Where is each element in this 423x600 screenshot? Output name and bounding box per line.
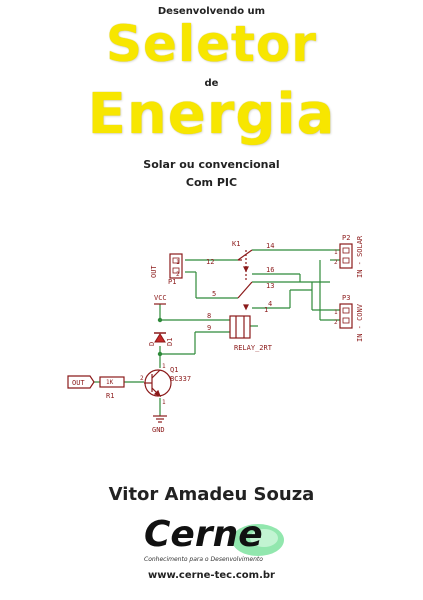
label-out-flag: OUT: [72, 379, 85, 387]
junction-dots: [157, 317, 163, 357]
label-p2-pin2: 2: [334, 259, 338, 266]
title-seletor: Seletor: [106, 15, 317, 73]
label-q1-pin1: 1: [162, 363, 166, 370]
label-gnd: GND: [152, 426, 165, 434]
label-pin-1: 1: [264, 306, 268, 314]
label-k1: K1: [232, 240, 240, 248]
label-p2-pin1: 1: [334, 249, 338, 256]
label-in-conv: IN - CONV: [356, 303, 364, 342]
label-pin-8: 8: [207, 312, 211, 320]
label-d: D: [148, 342, 156, 346]
connector-p2: [339, 243, 353, 269]
label-pin-5: 5: [212, 290, 216, 298]
schematic-wires: [94, 249, 340, 416]
subtitle-line-1: Solar ou convencional: [143, 158, 280, 171]
label-p2: P2: [342, 234, 350, 242]
label-p3-pin1: 1: [334, 309, 338, 316]
subtitle-line-2: Com PIC: [185, 176, 238, 189]
label-pin-16: 16: [266, 266, 274, 274]
connector-p1: [169, 253, 183, 279]
label-pin-9: 9: [207, 324, 211, 332]
label-r1: R1: [106, 392, 114, 400]
label-p1-pin2: 2: [176, 271, 180, 278]
ground-symbol: [153, 415, 167, 423]
title-energia: Energia: [87, 82, 336, 147]
label-q1-pin3: 1: [162, 399, 166, 406]
resistor-r1: [99, 376, 125, 388]
relay-coil: [229, 315, 251, 339]
label-p3: P3: [342, 294, 350, 302]
label-out-p1: OUT: [150, 265, 158, 278]
website-url: www.cerne-tec.com.br: [148, 570, 275, 581]
logo-wordmark: Cerne: [144, 514, 263, 555]
label-r-value: 1K: [106, 379, 114, 386]
label-q1-pin2: 2: [140, 375, 144, 382]
label-p1: P1: [168, 278, 176, 286]
label-bc337: BC337: [170, 375, 191, 383]
logo-tagline: Conhecimento para o Desenvolvimento: [144, 556, 263, 563]
pre-title: Desenvolvendo um: [157, 6, 266, 17]
cerne-logo-swoosh: [232, 524, 284, 556]
label-pin-12: 12: [206, 258, 214, 266]
label-d1: D1: [166, 338, 174, 346]
label-q1: Q1: [170, 366, 178, 374]
diode-d1: [154, 332, 166, 343]
label-vcc: VCC: [154, 294, 167, 302]
circuit-schematic: K1 14 12 16 13 5 4 8 9 RELAY_2RT P1 VCC …: [67, 234, 364, 434]
relay-contacts-k1: [237, 249, 253, 311]
cerne-logo: Cerne Conhecimento para o Desenvolviment…: [140, 514, 290, 568]
label-pin-13: 13: [266, 282, 274, 290]
title-connector: de: [204, 78, 219, 89]
author-name: Vitor Amadeu Souza: [108, 484, 315, 505]
label-pin-4: 4: [268, 300, 272, 308]
label-p3-pin2: 2: [334, 319, 338, 326]
out-flag: [67, 375, 95, 389]
connector-p3: [339, 303, 353, 329]
label-pin-14: 14: [266, 242, 274, 250]
label-p1-pin1: 1: [176, 259, 180, 266]
label-in-solar: IN - SOLAR: [356, 235, 364, 278]
transistor-q1: [144, 369, 172, 398]
label-relay: RELAY_2RT: [234, 344, 273, 352]
